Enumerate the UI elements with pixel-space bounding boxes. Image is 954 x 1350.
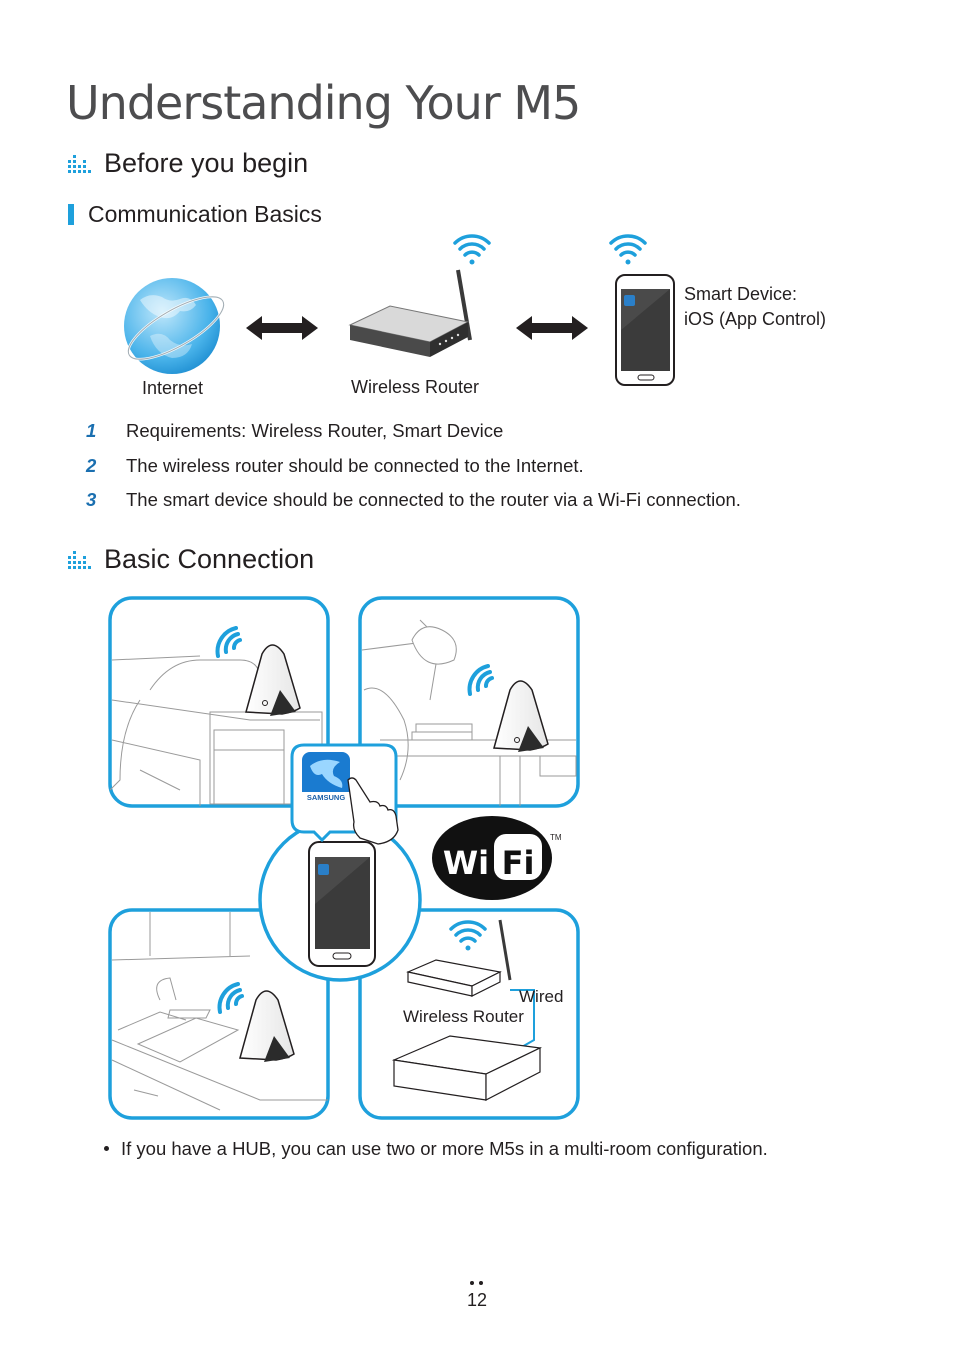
wifi-logo-wi: Wi xyxy=(443,844,489,882)
basic-connection-illustration: SAMSUNG Wi Fi TM xyxy=(108,596,580,1120)
wifi-signal-icon xyxy=(215,626,242,658)
smartphone-icon xyxy=(308,841,376,967)
device-label-line2: iOS (App Control) xyxy=(684,309,827,329)
speaker-icon xyxy=(245,644,301,716)
globe-icon xyxy=(124,278,225,374)
page-title: Understanding Your M5 xyxy=(66,76,581,130)
router-icon xyxy=(348,269,472,357)
router-hub-panel xyxy=(358,908,580,1120)
hub-note: If you have a HUB, you can use two or mo… xyxy=(104,1138,768,1160)
equalizer-icon xyxy=(68,550,91,569)
page-number: 12 xyxy=(466,1290,488,1310)
wifi-signal-icon xyxy=(609,234,647,265)
smartphone-icon xyxy=(615,274,675,386)
app-callout: SAMSUNG xyxy=(290,743,399,845)
wifi-signal-icon xyxy=(449,920,487,951)
speaker-icon xyxy=(239,990,295,1062)
subheading-communication-basics: Communication Basics xyxy=(68,201,322,228)
list-number: 2 xyxy=(86,454,97,476)
section-heading-before-you-begin: Before you begin xyxy=(68,148,308,179)
kitchen-panel xyxy=(108,908,330,1120)
double-arrow-icon xyxy=(516,316,588,340)
device-label-line1: Smart Device: xyxy=(684,284,798,304)
trademark-text: TM xyxy=(550,833,562,842)
router-label: Wireless Router xyxy=(351,377,480,397)
internet-label: Internet xyxy=(142,378,204,398)
hub-router-label: Wireless Router xyxy=(403,1007,524,1026)
list-text: The wireless router should be connected … xyxy=(126,454,584,476)
list-number: 3 xyxy=(86,489,97,510)
double-arrow-icon xyxy=(246,316,318,340)
app-brand-text: SAMSUNG xyxy=(307,793,346,802)
wifi-signal-icon xyxy=(467,664,494,696)
subheading-bar xyxy=(68,204,74,225)
living-room-panel xyxy=(108,596,330,808)
list-number: 1 xyxy=(86,420,97,441)
phone-callout xyxy=(258,818,422,982)
hand-pointer-icon xyxy=(347,777,399,845)
office-panel xyxy=(358,596,580,808)
note-text: If you have a HUB, you can use two or mo… xyxy=(121,1138,768,1159)
speaker-icon xyxy=(493,680,549,752)
wifi-signal-icon xyxy=(217,982,244,1014)
wifi-logo-fi: Fi xyxy=(502,844,535,882)
wifi-logo: Wi Fi TM xyxy=(432,816,562,900)
wifi-signal-icon xyxy=(453,234,491,265)
hub-icon xyxy=(391,1035,543,1101)
communication-diagram xyxy=(124,234,675,386)
wired-label: Wired xyxy=(519,987,564,1006)
bullet-icon xyxy=(104,1146,109,1151)
router-icon xyxy=(406,919,512,997)
list-text: The smart device should be connected to … xyxy=(126,489,741,510)
equalizer-icon xyxy=(68,154,91,173)
section-heading-basic-connection: Basic Connection xyxy=(68,544,314,575)
page-dots-icon xyxy=(470,1281,483,1285)
list-text: Requirements: Wireless Router, Smart Dev… xyxy=(126,420,504,441)
